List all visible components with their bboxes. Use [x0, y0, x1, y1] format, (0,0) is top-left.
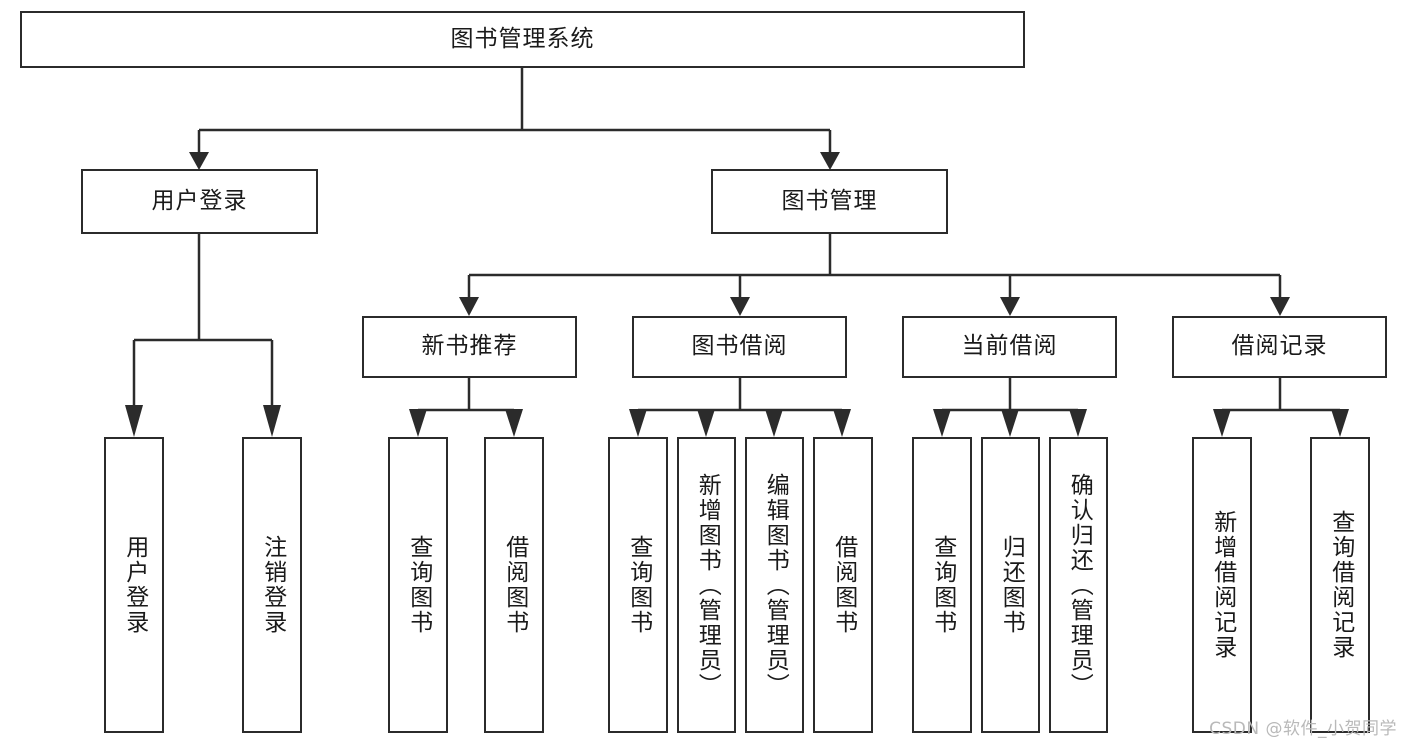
node-label: 借阅图书	[830, 535, 857, 635]
leaf-current-borrow-return[interactable]: 归还图书	[981, 437, 1040, 733]
node-label: 借阅图书	[501, 535, 528, 635]
node-book-management[interactable]: 图书管理	[711, 169, 948, 234]
leaf-book-borrow-borrow[interactable]: 借阅图书	[813, 437, 873, 733]
node-label: 新书推荐	[421, 333, 518, 360]
node-label: 归还图书	[998, 535, 1025, 635]
node-label: 借阅记录	[1231, 333, 1328, 360]
node-label: 查询图书	[625, 535, 652, 635]
node-label: 图书管理系统	[450, 25, 595, 52]
leaf-borrow-record-add[interactable]: 新增借阅记录	[1192, 437, 1252, 733]
leaf-new-book-query[interactable]: 查询图书	[388, 437, 448, 733]
node-root-library-system[interactable]: 图书管理系统	[20, 11, 1025, 68]
leaf-borrow-record-query[interactable]: 查询借阅记录	[1310, 437, 1370, 733]
node-user-login[interactable]: 用户登录	[81, 169, 318, 234]
node-label: 查询借阅记录	[1327, 510, 1354, 660]
node-label: 用户登录	[121, 535, 148, 635]
node-label: 确认归还（管理员）	[1066, 472, 1093, 698]
leaf-book-borrow-add[interactable]: 新增图书（管理员）	[677, 437, 736, 733]
leaf-book-borrow-edit[interactable]: 编辑图书（管理员）	[745, 437, 804, 733]
node-label: 当前借阅	[961, 333, 1058, 360]
node-label: 注销登录	[259, 535, 286, 635]
node-new-book-recommend[interactable]: 新书推荐	[362, 316, 577, 378]
node-label: 查询图书	[405, 535, 432, 635]
leaf-current-borrow-confirm-return[interactable]: 确认归还（管理员）	[1049, 437, 1108, 733]
node-label: 图书管理	[781, 187, 878, 214]
leaf-book-borrow-query[interactable]: 查询图书	[608, 437, 668, 733]
leaf-user-login-login[interactable]: 用户登录	[104, 437, 164, 733]
node-borrow-record[interactable]: 借阅记录	[1172, 316, 1387, 378]
node-label: 新增借阅记录	[1209, 510, 1236, 660]
leaf-current-borrow-query[interactable]: 查询图书	[912, 437, 972, 733]
node-current-borrow[interactable]: 当前借阅	[902, 316, 1117, 378]
node-label: 编辑图书（管理员）	[762, 472, 789, 698]
node-book-borrow[interactable]: 图书借阅	[632, 316, 847, 378]
node-label: 新增图书（管理员）	[694, 472, 721, 698]
leaf-user-login-logout[interactable]: 注销登录	[242, 437, 302, 733]
node-label: 用户登录	[151, 187, 248, 214]
node-label: 图书借阅	[691, 333, 788, 360]
node-label: 查询图书	[929, 535, 956, 635]
leaf-new-book-borrow[interactable]: 借阅图书	[484, 437, 544, 733]
